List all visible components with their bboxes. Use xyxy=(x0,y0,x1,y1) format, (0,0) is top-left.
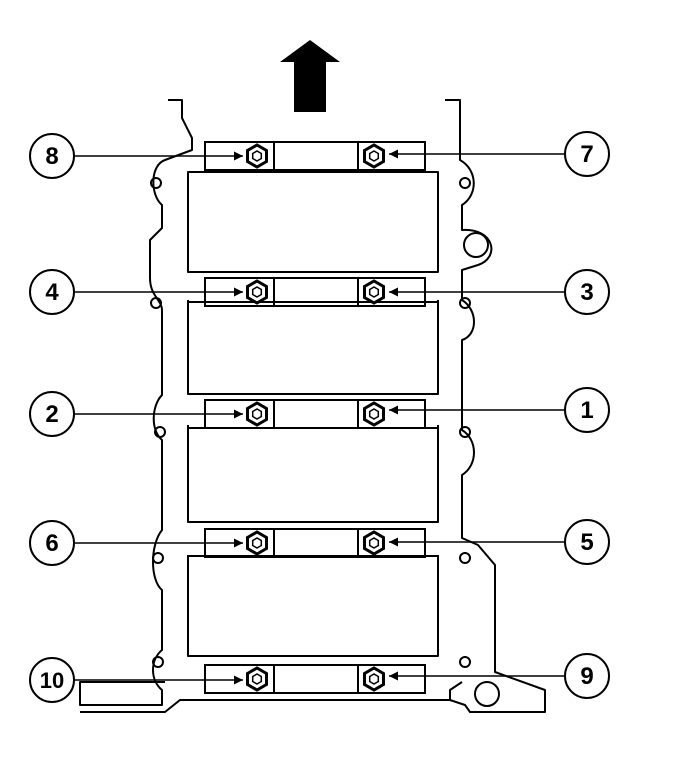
callout-2: 2 xyxy=(29,391,243,437)
bolt-inner-icon xyxy=(251,286,263,298)
bolt-inner-icon xyxy=(368,537,380,549)
callout-6: 6 xyxy=(29,520,243,566)
bolt-inner-icon xyxy=(368,150,380,162)
front-indicator-arrow xyxy=(280,40,340,112)
callout-9: 9 xyxy=(389,653,610,699)
bolt-icon xyxy=(246,530,268,556)
callout-circle xyxy=(564,387,610,433)
callout-circle xyxy=(29,269,75,315)
bolt-icon xyxy=(246,666,268,692)
callout-label: 10 xyxy=(40,668,64,693)
bearing-caps xyxy=(204,141,426,694)
callout-1: 1 xyxy=(389,387,610,433)
callout-circle xyxy=(564,131,610,177)
callout-label: 9 xyxy=(580,663,593,690)
bolt-icon xyxy=(246,401,268,427)
callout-label: 2 xyxy=(45,401,58,428)
bolt-inner-icon xyxy=(251,537,263,549)
callout-label: 8 xyxy=(45,143,58,170)
bearing-cap-row xyxy=(204,277,426,307)
bolt-inner-icon xyxy=(368,673,380,685)
callout-circle xyxy=(29,657,75,703)
cap-band xyxy=(204,664,426,694)
callout-circle xyxy=(564,269,610,315)
bolt-icon xyxy=(363,279,385,305)
bolt-icon xyxy=(363,143,385,169)
bolt-icon xyxy=(363,401,385,427)
bolt-icon xyxy=(246,143,268,169)
callout-3: 3 xyxy=(389,269,610,315)
engine-block-outline xyxy=(79,99,546,713)
bolt-icon xyxy=(363,666,385,692)
bolt-inner-icon xyxy=(251,150,263,162)
callout-4: 4 xyxy=(29,269,243,315)
callout-circle xyxy=(564,519,610,565)
bolt-inner-icon xyxy=(368,286,380,298)
bolt-inner-icon xyxy=(251,408,263,420)
bolt-inner-icon xyxy=(251,673,263,685)
bolt-icon xyxy=(363,530,385,556)
bearing-cap-row xyxy=(204,664,426,694)
callout-7: 7 xyxy=(389,131,610,177)
callout-8: 8 xyxy=(29,133,243,179)
callout-circle xyxy=(29,520,75,566)
callout-label: 4 xyxy=(45,279,59,306)
bolt-inner-icon xyxy=(368,408,380,420)
callout-5: 5 xyxy=(389,519,610,565)
callout-label: 3 xyxy=(580,279,593,306)
callout-circle xyxy=(29,391,75,437)
callout-label: 7 xyxy=(580,141,593,168)
callout-circle xyxy=(564,653,610,699)
callout-circle xyxy=(29,133,75,179)
callout-group: 1 2 3 4 5 6 7 8 9 10 xyxy=(29,131,610,703)
callout-10: 10 xyxy=(29,657,243,703)
callout-label: 6 xyxy=(45,530,58,557)
bolt-icon xyxy=(246,279,268,305)
callout-label: 1 xyxy=(580,397,593,424)
callout-label: 5 xyxy=(580,529,593,556)
bearing-cap-row xyxy=(204,141,426,171)
